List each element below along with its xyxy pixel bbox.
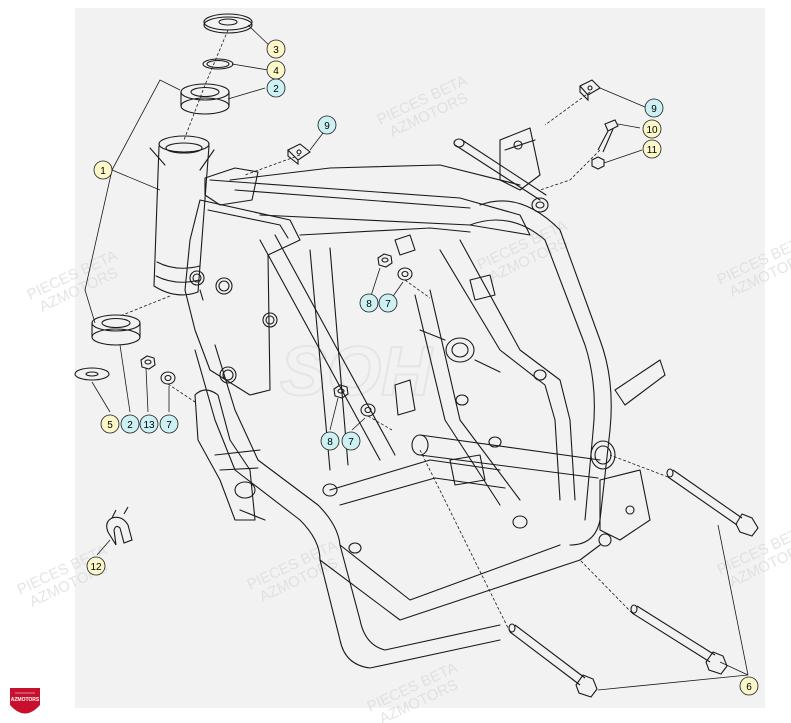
footpeg-bracket bbox=[194, 389, 256, 521]
leader-9a bbox=[309, 132, 324, 151]
svg-text:12: 12 bbox=[90, 562, 102, 573]
azmotors-logo: AZMOTORS bbox=[10, 688, 40, 714]
part-nut-8b bbox=[333, 384, 349, 399]
svg-text:11: 11 bbox=[647, 145, 658, 156]
svg-text:7: 7 bbox=[166, 420, 172, 431]
svg-text:5: 5 bbox=[107, 420, 113, 431]
svg-text:9: 9 bbox=[651, 104, 657, 115]
leader-2a bbox=[227, 87, 266, 100]
callout-10: 10 bbox=[642, 119, 662, 139]
top-spar-left bbox=[209, 179, 531, 236]
svg-text:10: 10 bbox=[646, 125, 658, 136]
svg-text:8: 8 bbox=[327, 437, 333, 448]
part-nut-8a bbox=[377, 253, 393, 268]
plate-hole bbox=[262, 312, 278, 328]
left-gusset-plate bbox=[204, 167, 259, 206]
leader-lines bbox=[84, 24, 749, 691]
svg-text:8: 8 bbox=[366, 299, 372, 310]
leader-13 bbox=[145, 367, 149, 413]
plate-hole bbox=[189, 270, 205, 286]
top-cross-tube bbox=[454, 139, 547, 201]
engine-mount-boss bbox=[445, 337, 475, 363]
callout-7: 7 bbox=[378, 293, 398, 313]
leader-2b bbox=[119, 344, 131, 413]
svg-text:4: 4 bbox=[273, 66, 279, 77]
leader-11 bbox=[603, 149, 643, 164]
leader-1 bbox=[84, 79, 181, 324]
callout-8: 8 bbox=[359, 293, 379, 313]
center-mark: SOH bbox=[280, 332, 433, 410]
part-bearing-top bbox=[180, 83, 230, 115]
leader-5 bbox=[91, 381, 111, 413]
callout-4: 4 bbox=[266, 60, 286, 80]
svg-text:7: 7 bbox=[385, 299, 391, 310]
callouts: 3 4 2 9 1 9 10 11 8 7 5 2 13 7 8 7 12 6 bbox=[86, 39, 759, 696]
leader-8b bbox=[329, 397, 339, 431]
svg-text:6: 6 bbox=[746, 682, 752, 693]
rear-lower-bracket bbox=[614, 359, 666, 406]
leader-9b bbox=[599, 87, 646, 108]
plate-hole bbox=[215, 277, 233, 295]
svg-text:2: 2 bbox=[127, 420, 133, 431]
rear-plate bbox=[599, 469, 651, 541]
bottom-cradle bbox=[319, 544, 601, 621]
logo-shield-icon bbox=[10, 688, 40, 714]
part-bolt-6c bbox=[508, 623, 598, 698]
callout-8: 8 bbox=[320, 431, 340, 451]
part-clamp-12 bbox=[106, 506, 133, 546]
part-bolt-10 bbox=[597, 119, 619, 153]
callout-1: 1 bbox=[93, 160, 113, 180]
svg-text:3: 3 bbox=[273, 45, 279, 56]
logo-text: AZMOTORS bbox=[11, 697, 40, 703]
callout-9: 9 bbox=[644, 98, 664, 118]
top-spar-right bbox=[229, 164, 521, 186]
callout-13: 13 bbox=[139, 414, 159, 434]
part-bearing-bottom bbox=[91, 314, 141, 346]
callout-11: 11 bbox=[642, 139, 662, 159]
part-nut-11 bbox=[591, 156, 605, 170]
callout-12: 12 bbox=[86, 556, 106, 576]
frame-drawing bbox=[149, 127, 666, 669]
rear-upper-bracket bbox=[499, 127, 541, 191]
part-seal-bottom bbox=[74, 367, 110, 381]
callout-7: 7 bbox=[159, 414, 179, 434]
callout-2: 2 bbox=[120, 414, 140, 434]
svg-text:13: 13 bbox=[143, 420, 155, 431]
leader-10 bbox=[617, 123, 641, 129]
leader-4 bbox=[231, 63, 269, 71]
callout-2: 2 bbox=[266, 78, 286, 98]
svg-text:2: 2 bbox=[273, 84, 279, 95]
svg-text:9: 9 bbox=[324, 121, 330, 132]
callout-9: 9 bbox=[317, 115, 337, 135]
leader-12 bbox=[96, 539, 111, 556]
svg-text:1: 1 bbox=[100, 166, 106, 177]
svg-text:7: 7 bbox=[348, 437, 354, 448]
steering-head-tube bbox=[149, 135, 215, 296]
leader-6 bbox=[597, 524, 749, 691]
callout-6: 6 bbox=[739, 676, 759, 696]
plate-hole bbox=[219, 366, 237, 384]
lower-cross-tube bbox=[419, 434, 601, 479]
leader-7c bbox=[351, 417, 366, 431]
left-side-plate bbox=[184, 199, 301, 396]
callout-3: 3 bbox=[266, 39, 286, 59]
part-bolt-6b bbox=[630, 604, 728, 675]
right-loop-tube bbox=[479, 200, 612, 546]
part-bolt-6a bbox=[666, 468, 759, 537]
callout-7: 7 bbox=[341, 431, 361, 451]
callout-5: 5 bbox=[100, 414, 120, 434]
part-nut-13 bbox=[140, 355, 156, 370]
